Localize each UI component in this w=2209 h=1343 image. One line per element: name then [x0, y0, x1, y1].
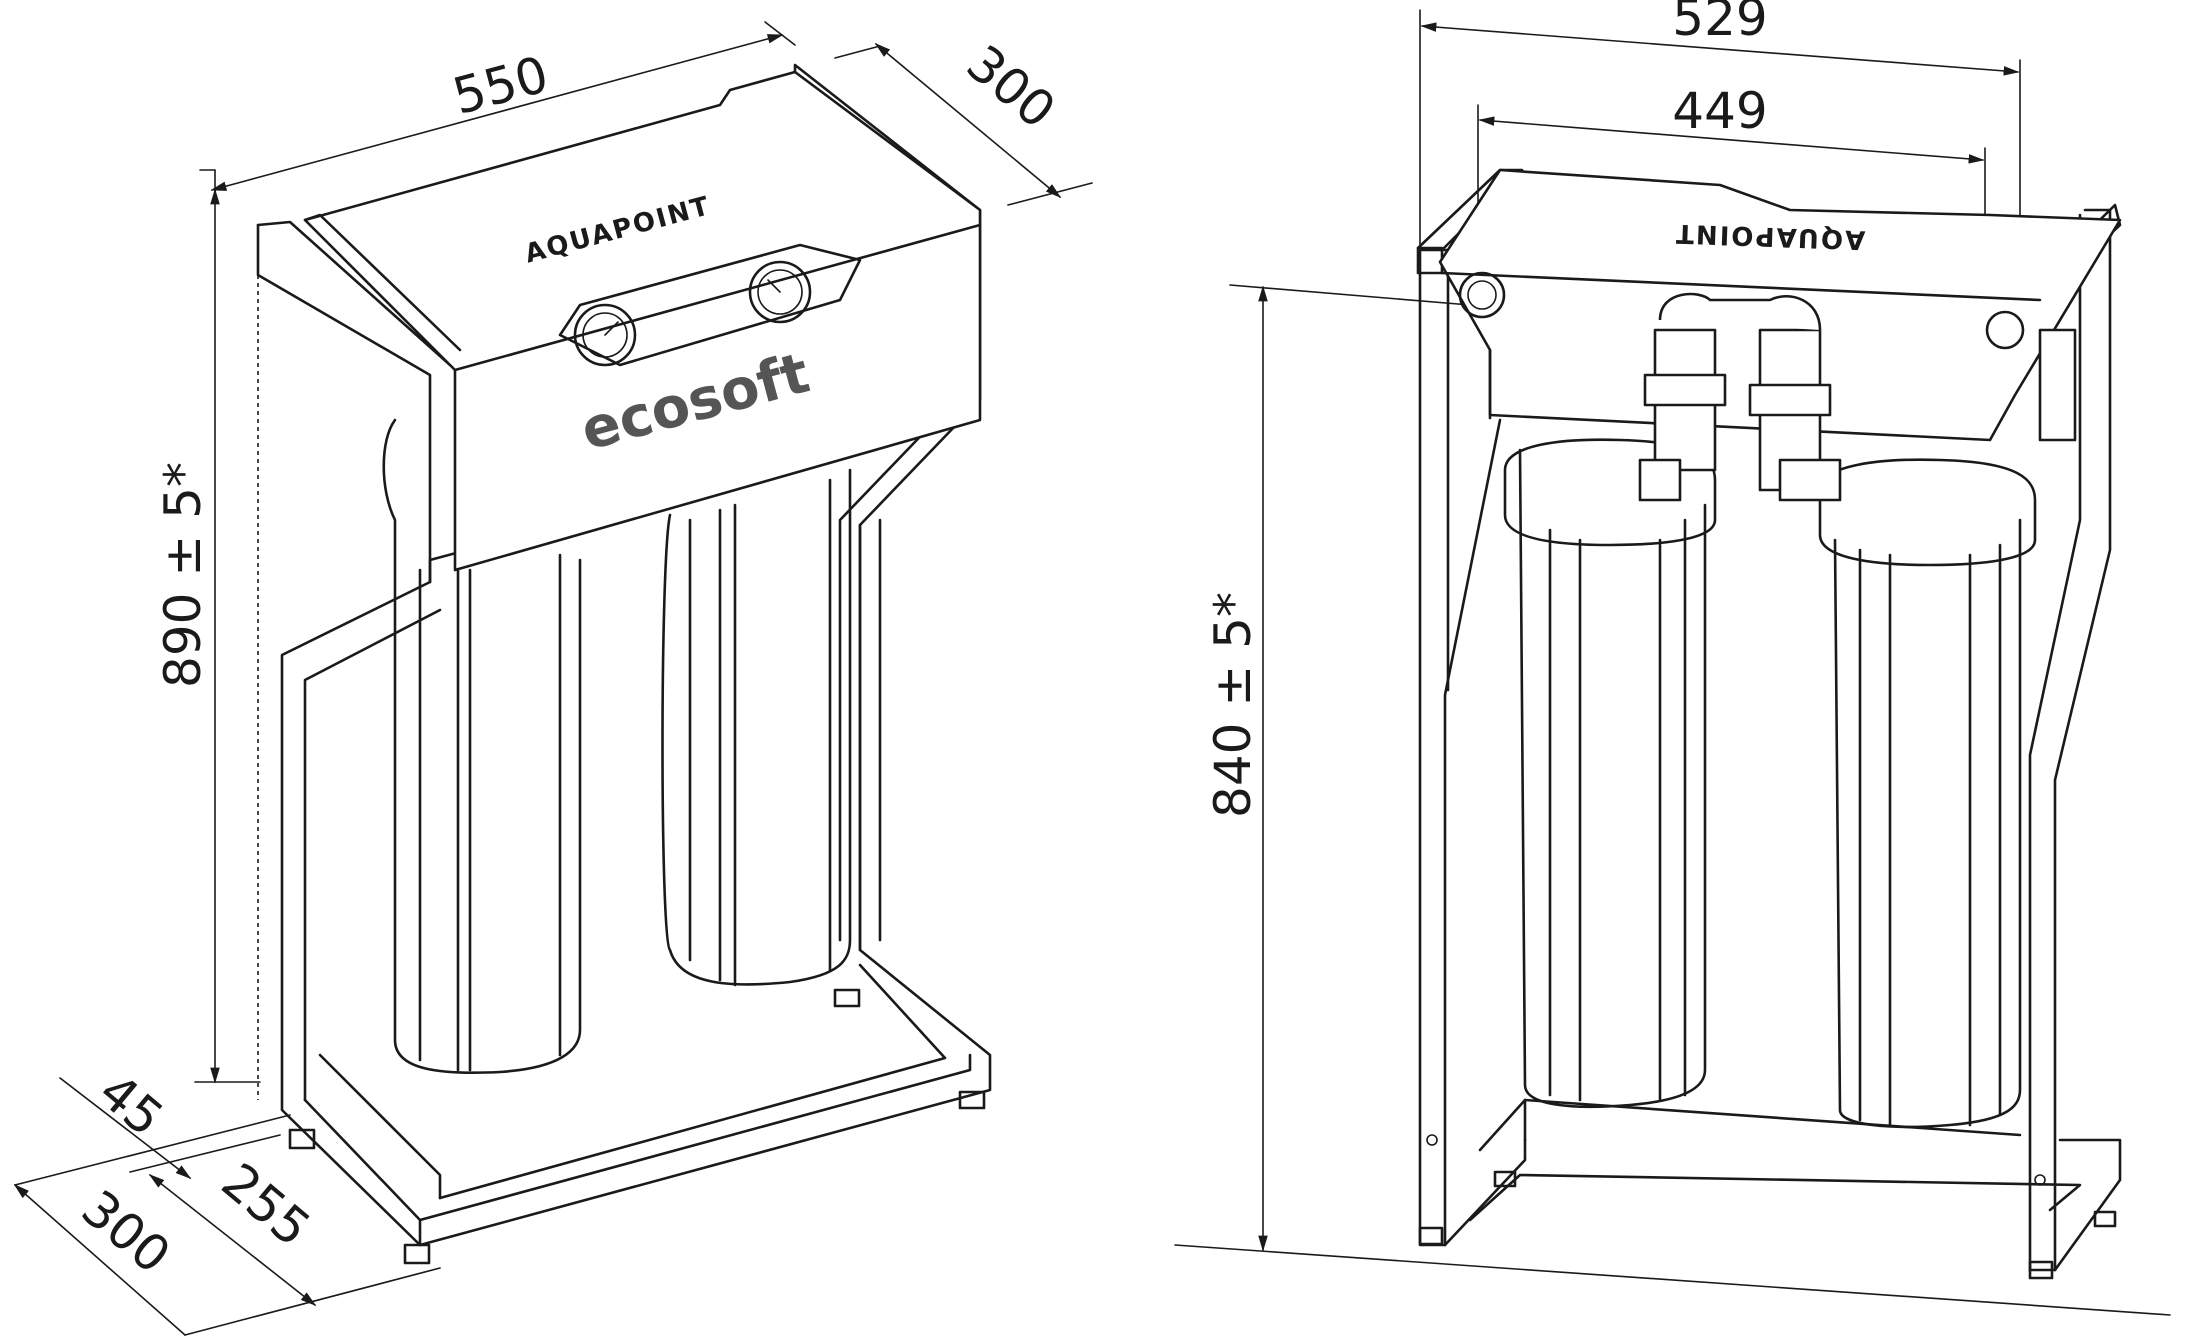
- dim-height-840: 840 ± 5*: [1174, 284, 2171, 1316]
- dim-label-890: 890 ± 5*: [154, 462, 212, 688]
- foot-rear-right: [2028, 1260, 2054, 1280]
- foot-left-mid: [403, 1243, 431, 1265]
- pressure-gauge-right: [748, 260, 812, 324]
- dim-width-449: 449: [1477, 82, 1986, 321]
- union-left: [1643, 373, 1727, 407]
- outlet-fitting: [1985, 310, 2025, 350]
- foot-left-front: [288, 1128, 316, 1150]
- dim-label-529: 529: [1672, 0, 1767, 47]
- foot-rear-back-left: [1493, 1170, 1517, 1188]
- right-rear-view: 529 449 840 ± 5*: [1174, 0, 2171, 1316]
- left-filter-housings: [382, 418, 852, 1075]
- dim-label-840: 840 ± 5*: [1204, 592, 1262, 818]
- union-right: [1748, 383, 1832, 417]
- foot-rear-left: [1418, 1226, 1444, 1246]
- pressure-gauge-left: [573, 303, 637, 367]
- foot-rear-back-right: [2093, 1210, 2117, 1228]
- foot-right-front: [958, 1090, 986, 1110]
- dim-label-45: 45: [88, 1062, 174, 1147]
- left-isometric-view: 550 300 890 ± 5* 45 300 255: [13, 21, 1093, 1336]
- right-filter-housings: [1503, 438, 2037, 1129]
- dim-height-890: 890 ± 5*: [154, 169, 261, 1084]
- right-frame-cap-left: [1416, 246, 1444, 275]
- dim-label-255: 255: [211, 1152, 321, 1258]
- right-frame: [1416, 168, 2122, 1280]
- right-head-unit: AQUAPOINT: [1438, 168, 2122, 502]
- dim-label-449: 449: [1672, 82, 1767, 140]
- dim-bottom-group: 45 300 255: [13, 1062, 441, 1336]
- dim-label-300-bottom: 300: [71, 1179, 181, 1285]
- top-logo-rear: AQUAPOINT: [1674, 218, 1866, 255]
- left-head-unit: ecosoft AQUAPOINT: [303, 70, 982, 572]
- dim-label-550: 550: [447, 45, 554, 126]
- inlet-fitting: [1458, 271, 1506, 319]
- foot-right-back: [833, 988, 861, 1008]
